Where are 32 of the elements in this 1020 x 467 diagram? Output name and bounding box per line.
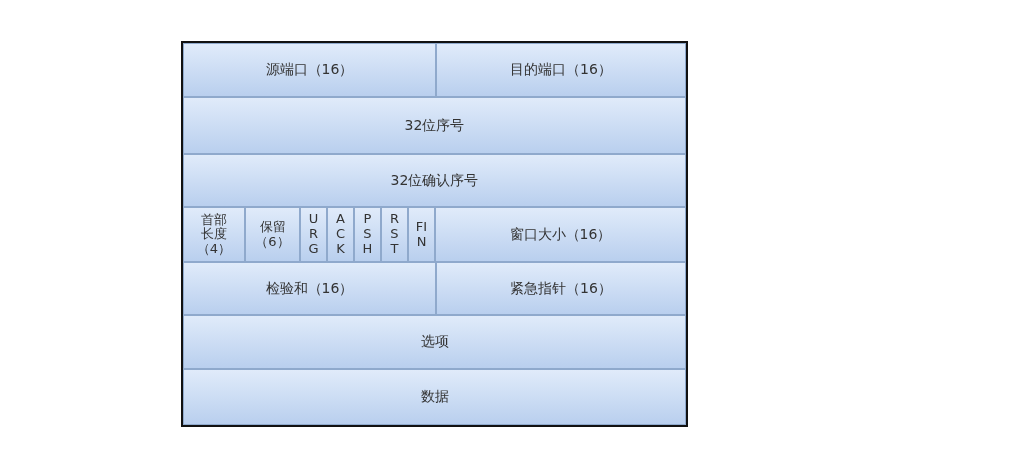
- header-field-box: [381, 207, 408, 262]
- header-field-box: [183, 369, 686, 425]
- header-field-box: [183, 315, 686, 369]
- header-field-box: [183, 262, 436, 315]
- field-label: 首部长度（4）: [196, 213, 232, 256]
- header-field-box: [435, 207, 686, 262]
- field-label: PSH: [361, 212, 374, 257]
- field-label: 数据: [420, 388, 449, 406]
- field-label: 32位序号: [404, 116, 465, 135]
- header-field-box: [300, 207, 327, 262]
- field-label: 窗口大小（16）: [509, 225, 612, 244]
- field-label: 选项: [420, 333, 449, 351]
- field-label: 紧急指针（16）: [510, 279, 612, 298]
- header-field-box: [436, 262, 686, 315]
- field-label: 32位确认序号: [390, 171, 479, 190]
- field-label: URG: [307, 212, 320, 257]
- field-label: 源端口（16）: [265, 61, 354, 79]
- field-label: ACK: [334, 212, 347, 257]
- header-field-box: [408, 207, 435, 262]
- header-field-box: [354, 207, 381, 262]
- header-field-box: [183, 97, 686, 154]
- field-label: RST: [388, 212, 400, 257]
- header-field-box: [327, 207, 354, 262]
- field-label: FIN: [415, 219, 428, 250]
- field-label: 保留（6）: [254, 220, 291, 249]
- header-field-box: [436, 43, 686, 97]
- field-label: 检验和（16）: [265, 279, 354, 298]
- header-field-box: [183, 43, 436, 97]
- header-field-box: [245, 207, 300, 262]
- header-field-box: [183, 154, 686, 207]
- field-label: 目的端口（16）: [510, 61, 612, 79]
- header-field-box: [183, 207, 245, 262]
